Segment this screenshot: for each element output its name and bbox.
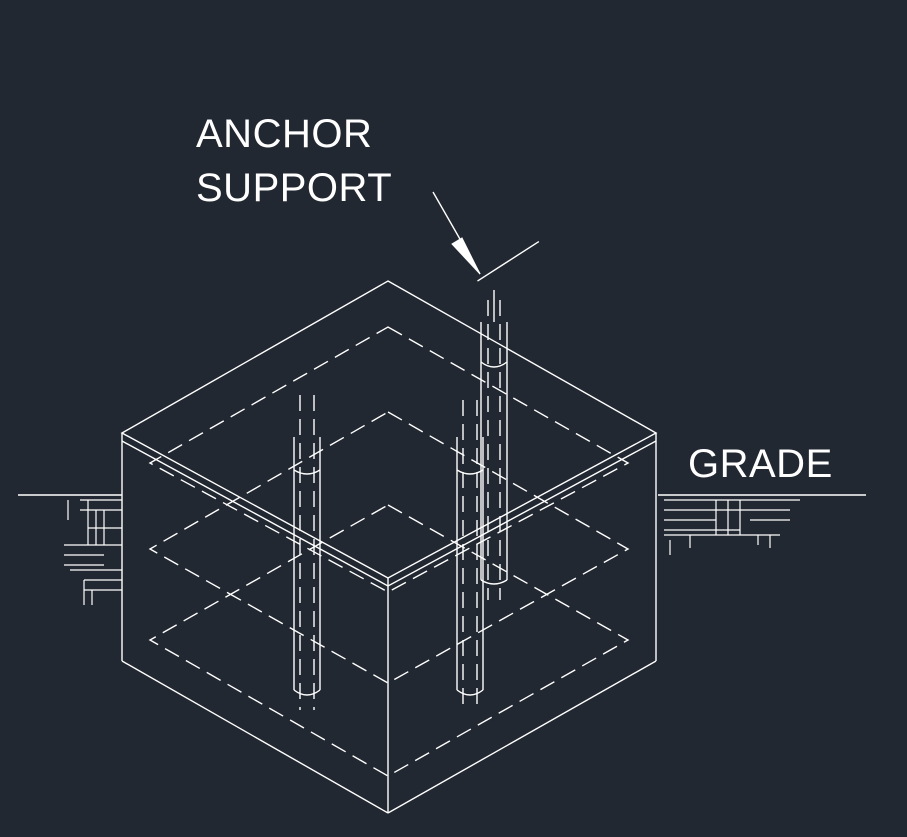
foundation-block (120, 280, 658, 814)
rebar-mat-top (148, 326, 630, 593)
anchor-rod-back (480, 290, 508, 600)
anchor-rod-center (456, 400, 484, 710)
rebar-mat-middle (148, 411, 630, 684)
anchor-label-line2: SUPPORT (196, 166, 393, 210)
soil-hatch-right (664, 499, 800, 555)
rebar-mat-bottom (148, 504, 630, 777)
anchor-label-line1: ANCHOR (196, 112, 373, 156)
anchor-rod-left (293, 395, 321, 710)
leader-arrow (432, 191, 540, 282)
soil-hatch-left (64, 499, 122, 605)
grade-label: GRADE (688, 442, 833, 486)
